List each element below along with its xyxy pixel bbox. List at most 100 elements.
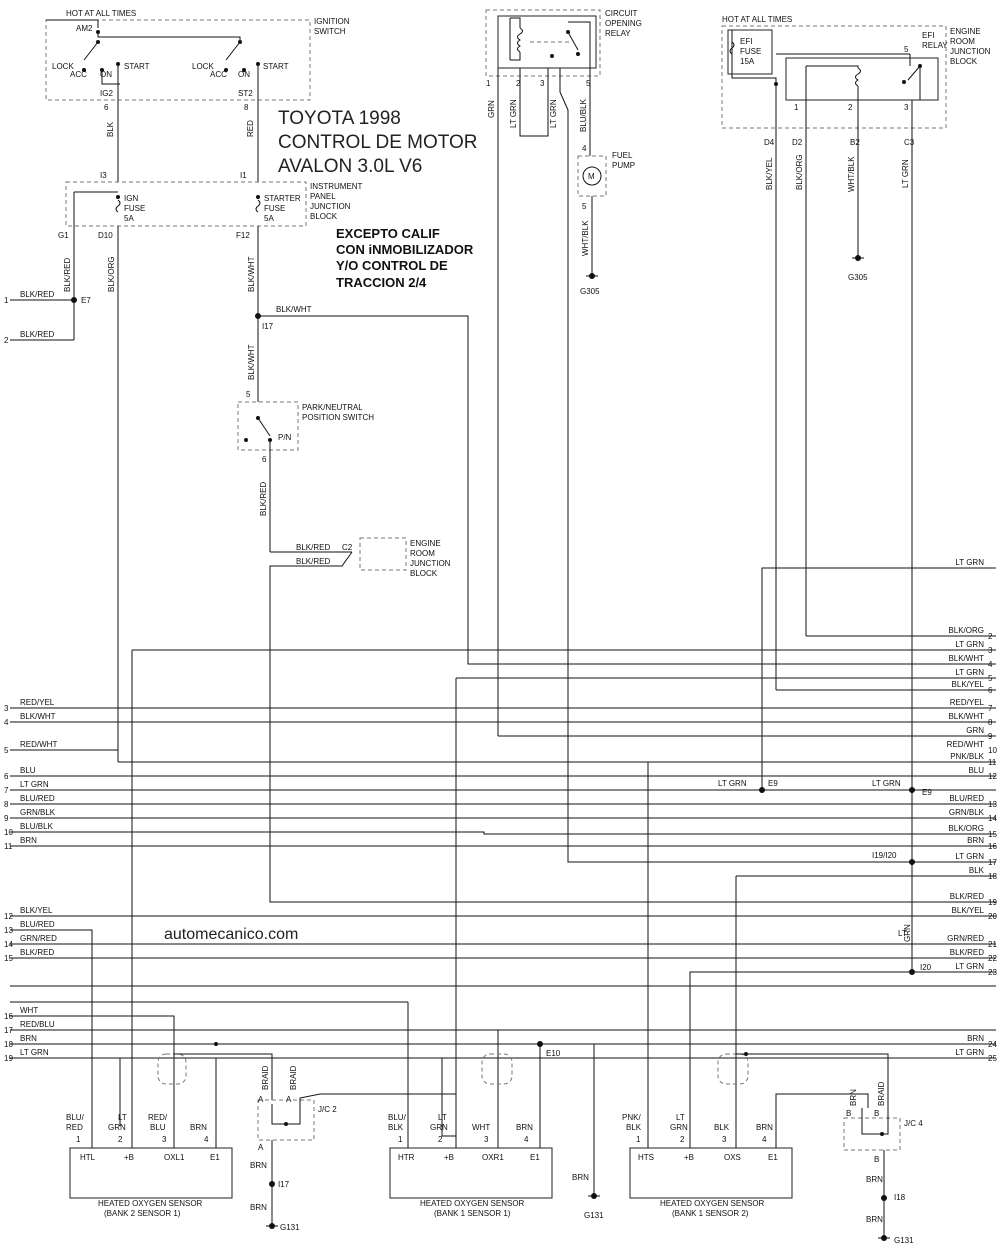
- jc4-brn-2: BRN: [866, 1175, 883, 1184]
- sensor1-pin-1: 1: [76, 1135, 81, 1144]
- sensor1-wire-3b: BLU: [150, 1123, 166, 1132]
- erjb-label-2: ROOM: [410, 549, 435, 558]
- acc-label-1: ACC: [70, 70, 87, 79]
- ign-fuse-label-2: FUSE: [124, 204, 145, 213]
- wire-blk-label: BLK: [106, 121, 115, 137]
- pn-switch-label-2: POSITION SWITCH: [302, 413, 374, 422]
- jc4-i18-label: I18: [894, 1193, 906, 1202]
- efi-wire-blkyel-label: BLK/YEL: [765, 157, 774, 190]
- cor-wire-ltgrn-label-1: LT GRN: [509, 99, 518, 128]
- wire-blk-org-label: BLK/ORG: [107, 256, 116, 292]
- left-wire-color: BLU/BLK: [20, 822, 54, 831]
- left-pin-number: 5: [4, 746, 9, 755]
- starter-fuse-label-1: STARTER: [264, 194, 301, 203]
- jc2-i17-label: I17: [278, 1180, 290, 1189]
- sensor3-wire-1a: PNK/: [622, 1113, 641, 1122]
- left-pin-number: 2: [4, 336, 9, 345]
- sensor2-wire-4: BRN: [516, 1123, 533, 1132]
- right-wire-color: LT GRN: [955, 668, 984, 677]
- ipjb-label-3: JUNCTION: [310, 202, 351, 211]
- sensor1-wire-2b: GRN: [108, 1123, 126, 1132]
- instrument-panel-junction-block: INSTRUMENT PANEL JUNCTION BLOCK I3 I1 IG…: [58, 171, 363, 240]
- right-pin-number: 18: [988, 872, 997, 881]
- left-wire-color: GRN/BLK: [20, 808, 56, 817]
- fuel-pump-label-2: PUMP: [612, 161, 635, 170]
- efi-relay-label-1: EFI: [922, 31, 934, 40]
- pn-switch-label-1: PARK/NEUTRAL: [302, 403, 363, 412]
- erjb-label-4: BLOCK: [410, 569, 438, 578]
- right-pin-number: 16: [988, 842, 997, 851]
- cor-label-2: OPENING: [605, 19, 642, 28]
- right-pin-number: 12: [988, 772, 997, 781]
- jc2-braid-1: BRAID: [261, 1065, 270, 1090]
- right-pin-number: 5: [988, 674, 993, 683]
- ipjb-label-4: BLOCK: [310, 212, 338, 221]
- efi-erjb-label-1: ENGINE: [950, 27, 981, 36]
- right-wire-color: LT GRN: [955, 852, 984, 861]
- hot-at-all-times-label-2: HOT AT ALL TIMES: [722, 15, 792, 24]
- title-line-2: CONTROL DE MOTOR: [278, 132, 478, 153]
- i3-label: I3: [100, 171, 107, 180]
- left-wire-color: BLU/RED: [20, 794, 55, 803]
- jc4-b-1: B: [846, 1109, 851, 1118]
- i1-label: I1: [240, 171, 247, 180]
- wire-blk-wht-label-2: BLK/WHT: [276, 305, 312, 314]
- left-wire-color: LT GRN: [20, 1048, 49, 1057]
- circuit-opening-relay: CIRCUIT OPENING RELAY 1 2 3 5: [485, 9, 642, 88]
- left-pin-number: 10: [4, 828, 13, 837]
- g131-label-3: G131: [894, 1236, 914, 1245]
- sensor2-term-b: +B: [444, 1153, 454, 1162]
- sensor1-wire-2a: LT: [118, 1113, 127, 1122]
- on-label-1: ON: [100, 70, 112, 79]
- right-wire-color: BRN: [967, 1034, 984, 1043]
- sensor2-wire-2b: GRN: [430, 1123, 448, 1132]
- ign-fuse-label-1: IGN: [124, 194, 138, 203]
- pump-pin-4-label: 4: [582, 144, 587, 153]
- c2-label: C2: [342, 543, 353, 552]
- start-label-2: START: [263, 62, 289, 71]
- left-wire-color: BLK/RED: [20, 330, 54, 339]
- e7-label: E7: [81, 296, 91, 305]
- right-pin-number: 6: [988, 686, 993, 695]
- right-wire-color: BLK/WHT: [948, 654, 984, 663]
- conn-d2-label: D2: [792, 138, 803, 147]
- sensor2-term-oxr1: OXR1: [482, 1153, 504, 1162]
- sensor3-wire-1b: BLK: [626, 1123, 642, 1132]
- left-wire-color: BLK/WHT: [20, 712, 56, 721]
- sensor1-wire-1a: BLU/: [66, 1113, 85, 1122]
- right-wire-color: BLK/YEL: [952, 680, 985, 689]
- sensor1-name-2: (BANK 2 SENSOR 1): [104, 1209, 181, 1218]
- right-pin-number: 2: [988, 632, 993, 641]
- sensor2-wire-1a: BLU/: [388, 1113, 407, 1122]
- left-wire-color: GRN/RED: [20, 934, 57, 943]
- junction-connector-jc4: J/C 4 BRN BRAID B B B BRN I18 BRN G131: [843, 1081, 923, 1245]
- d10-label: D10: [98, 231, 113, 240]
- ignition-switch-label-2: SWITCH: [314, 27, 346, 36]
- g1-label: G1: [58, 231, 69, 240]
- g131-label-2: G131: [584, 1211, 604, 1220]
- sensor1-wire-4: BRN: [190, 1123, 207, 1132]
- pump-pin-5-label: 5: [582, 202, 587, 211]
- wire-blk-red-label-2: BLK/RED: [259, 482, 268, 516]
- wire-blk-red-label-4: BLK/RED: [296, 557, 330, 566]
- jc2-brn-1: BRN: [250, 1161, 267, 1170]
- right-wire-color: BLK/RED: [950, 892, 984, 901]
- right-wire-color: GRN: [966, 726, 984, 735]
- efi-erjb-label-2: ROOM: [950, 37, 975, 46]
- heated-oxygen-sensor-bank1-sensor1: HEATED OXYGEN SENSOR (BANK 1 SENSOR 1) H…: [388, 1113, 553, 1218]
- erjb-label-3: JUNCTION: [410, 559, 451, 568]
- sensor2-pin-2: 2: [438, 1135, 443, 1144]
- right-wire-color: RED/WHT: [947, 740, 984, 749]
- efi-pin-3-label: 3: [904, 103, 909, 112]
- sensor2-pin-1: 1: [398, 1135, 403, 1144]
- right-pin-number: 11: [988, 758, 997, 767]
- left-pin-number: 9: [4, 814, 9, 823]
- sensor1-wire-1b: RED: [66, 1123, 83, 1132]
- cor-wire-blublk-label: BLU/BLK: [579, 98, 588, 132]
- right-wire-color: PNK/BLK: [950, 752, 984, 761]
- sensor2-wire-2a: LT: [438, 1113, 447, 1122]
- watermark: automecanico.com: [164, 926, 298, 943]
- cor-pin-5-label: 5: [586, 79, 591, 88]
- left-wire-color: BLK/RED: [20, 948, 54, 957]
- subtitle-line-1: EXCEPTO CALIF: [336, 226, 440, 241]
